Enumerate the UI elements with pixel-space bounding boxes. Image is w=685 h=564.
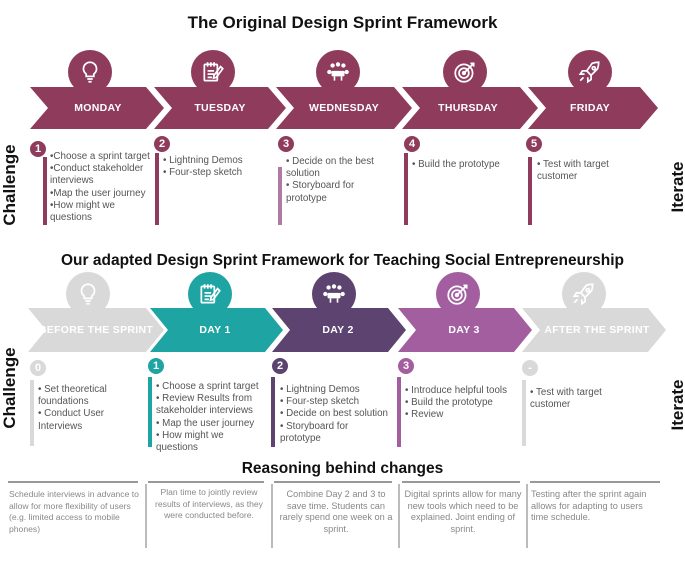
- bottom-arrow-label-day1: DAY 1: [199, 324, 231, 336]
- list-item: • Review: [405, 409, 444, 421]
- top-thursday-target-icon: [443, 50, 487, 94]
- top-arrow-label-thursday: THURSDAY: [438, 102, 498, 114]
- reasoning-separator-1: [145, 484, 147, 548]
- top-step-bar-5: [528, 157, 532, 225]
- list-item: • How might we questions: [156, 429, 224, 454]
- bottom-challenge-label: Challenge: [0, 347, 19, 429]
- reasoning-title: Reasoning behind changes: [241, 460, 444, 477]
- list-item: • Decide on the best solution: [286, 156, 374, 180]
- top-step-bar-4: [404, 153, 408, 225]
- top-thursday-items: • Build the prototype: [412, 159, 522, 171]
- bottom-arrow-label-after: AFTER THE SPRINT: [544, 324, 650, 336]
- top-challenge-label: Challenge: [0, 144, 19, 226]
- reasoning-separator-3: [398, 484, 400, 548]
- reasoning-divider-1: [8, 481, 138, 483]
- top-arrow-label-friday: FRIDAY: [570, 102, 610, 114]
- top-step-number-4: 4: [404, 136, 420, 152]
- list-item: • Introduce helpful tools: [405, 385, 508, 396]
- bottom-day3-items: • Introduce helpful tools • Build the pr…: [405, 385, 513, 422]
- top-step-bar-2: [155, 153, 159, 225]
- bottom-before-lightbulb-icon: [66, 272, 110, 316]
- top-wednesday-meeting-table-icon: [316, 50, 360, 94]
- list-item: • Review Results from stakeholder interv…: [156, 393, 253, 417]
- bottom-step-bar-0: [30, 380, 34, 446]
- list-item: • Test with target customer: [537, 159, 609, 183]
- top-wednesday-items: • Decide on the best solution • Storyboa…: [286, 156, 396, 205]
- bottom-step-number-after: -: [522, 360, 538, 376]
- list-item: • Lightning Demos: [280, 384, 360, 395]
- bottom-step-number-3: 3: [398, 358, 414, 374]
- bottom-step-bar-3: [397, 377, 401, 447]
- list-item: •Map the user journey: [50, 187, 146, 199]
- bottom-day1-items: • Choose a sprint target • Review Result…: [156, 381, 268, 454]
- reasoning-text-5: Testing after the sprint again allows fo…: [531, 489, 647, 522]
- bottom-arrow-label-before: BEFORE THE SPRINT: [38, 324, 154, 336]
- reasoning-text-1: Schedule interviews in advance to allow …: [9, 489, 139, 534]
- list-item: • Decide on best solution: [280, 408, 388, 420]
- bottom-before-items: • Set theoretical foundations • Conduct …: [38, 384, 143, 433]
- bottom-day2-items: • Lightning Demos • Four-step sketch • D…: [280, 384, 388, 445]
- top-arrow-label-wednesday: WEDNESDAY: [309, 102, 379, 114]
- bottom-iterate-label: Iterate: [668, 379, 685, 431]
- top-step-number-1: 1: [30, 141, 46, 157]
- top-arrow-label-monday: MONDAY: [74, 102, 122, 114]
- bottom-step-number-0: 0: [30, 360, 46, 376]
- list-item: • Four-step sketch: [280, 396, 360, 408]
- bottom-step-bar-2: [271, 377, 275, 447]
- bottom-day1-notepad-pencil-icon: [188, 272, 232, 316]
- list-item: • Build the prototype: [412, 159, 500, 170]
- top-step-bar-3: [278, 167, 282, 225]
- reasoning-separator-2: [271, 484, 273, 548]
- list-item: • Four-step sketch: [163, 167, 243, 179]
- bottom-arrow-label-day3: DAY 3: [448, 324, 480, 336]
- bottom-step-number-2: 2: [272, 358, 288, 374]
- top-title: The Original Design Sprint Framework: [187, 13, 498, 32]
- reasoning-text-2: Plan time to jointly review results of i…: [155, 487, 263, 520]
- top-monday-lightbulb-icon: [68, 50, 112, 94]
- top-step-number-3: 3: [278, 136, 294, 152]
- top-arrow-label-tuesday: TUESDAY: [194, 102, 246, 114]
- bottom-after-rocket-icon: [562, 272, 606, 316]
- reasoning-divider-4: [402, 481, 520, 483]
- reasoning-separator-4: [526, 484, 528, 548]
- reasoning-text-4: Digital sprints allow for many new tools…: [404, 489, 522, 534]
- list-item: • Storyboard for prototype: [286, 180, 355, 204]
- bottom-day3-target-icon: [436, 272, 480, 316]
- reasoning-divider-3: [274, 481, 392, 483]
- list-item: •Choose a sprint target: [50, 151, 150, 162]
- list-item: • Lightning Demos: [163, 155, 243, 166]
- bottom-step-bar-1: [148, 377, 152, 447]
- list-item: •How might we questions: [50, 199, 115, 224]
- top-friday-rocket-icon: [568, 50, 612, 94]
- list-item: • Set theoretical foundations: [38, 384, 107, 408]
- list-item: • Map the user journey: [156, 417, 255, 429]
- top-iterate-label: Iterate: [668, 161, 685, 213]
- bottom-step-bar-after: [522, 380, 526, 446]
- top-step-number-2: 2: [154, 136, 170, 152]
- bottom-day2-meeting-table-icon: [312, 272, 356, 316]
- list-item: • Build the prototype: [405, 397, 493, 409]
- bottom-title: Our adapted Design Sprint Framework for …: [61, 252, 624, 269]
- list-item: • Conduct User Interviews: [38, 408, 105, 432]
- top-friday-items: • Test with target customer: [537, 159, 637, 183]
- reasoning-divider-2: [148, 481, 264, 483]
- reasoning-divider-5: [530, 481, 660, 483]
- bottom-step-number-1: 1: [148, 358, 164, 374]
- bottom-arrow-label-day2: DAY 2: [322, 324, 354, 336]
- top-step-number-5: 5: [526, 136, 542, 152]
- top-tuesday-notepad-pencil-icon: [191, 50, 235, 94]
- list-item: • Choose a sprint target: [156, 381, 259, 392]
- top-tuesday-items: • Lightning Demos • Four-step sketch: [163, 155, 273, 179]
- top-step-bar-1: [43, 157, 47, 225]
- top-monday-items: •Choose a sprint target •Conduct stakeho…: [50, 151, 154, 224]
- list-item: • Storyboard for prototype: [280, 420, 349, 444]
- list-item: • Test with target customer: [530, 387, 602, 411]
- bottom-after-items: • Test with target customer: [530, 387, 638, 411]
- reasoning-text-3: Combine Day 2 and 3 to save time. Studen…: [279, 489, 393, 534]
- list-item: •Conduct stakeholder interviews: [50, 163, 144, 187]
